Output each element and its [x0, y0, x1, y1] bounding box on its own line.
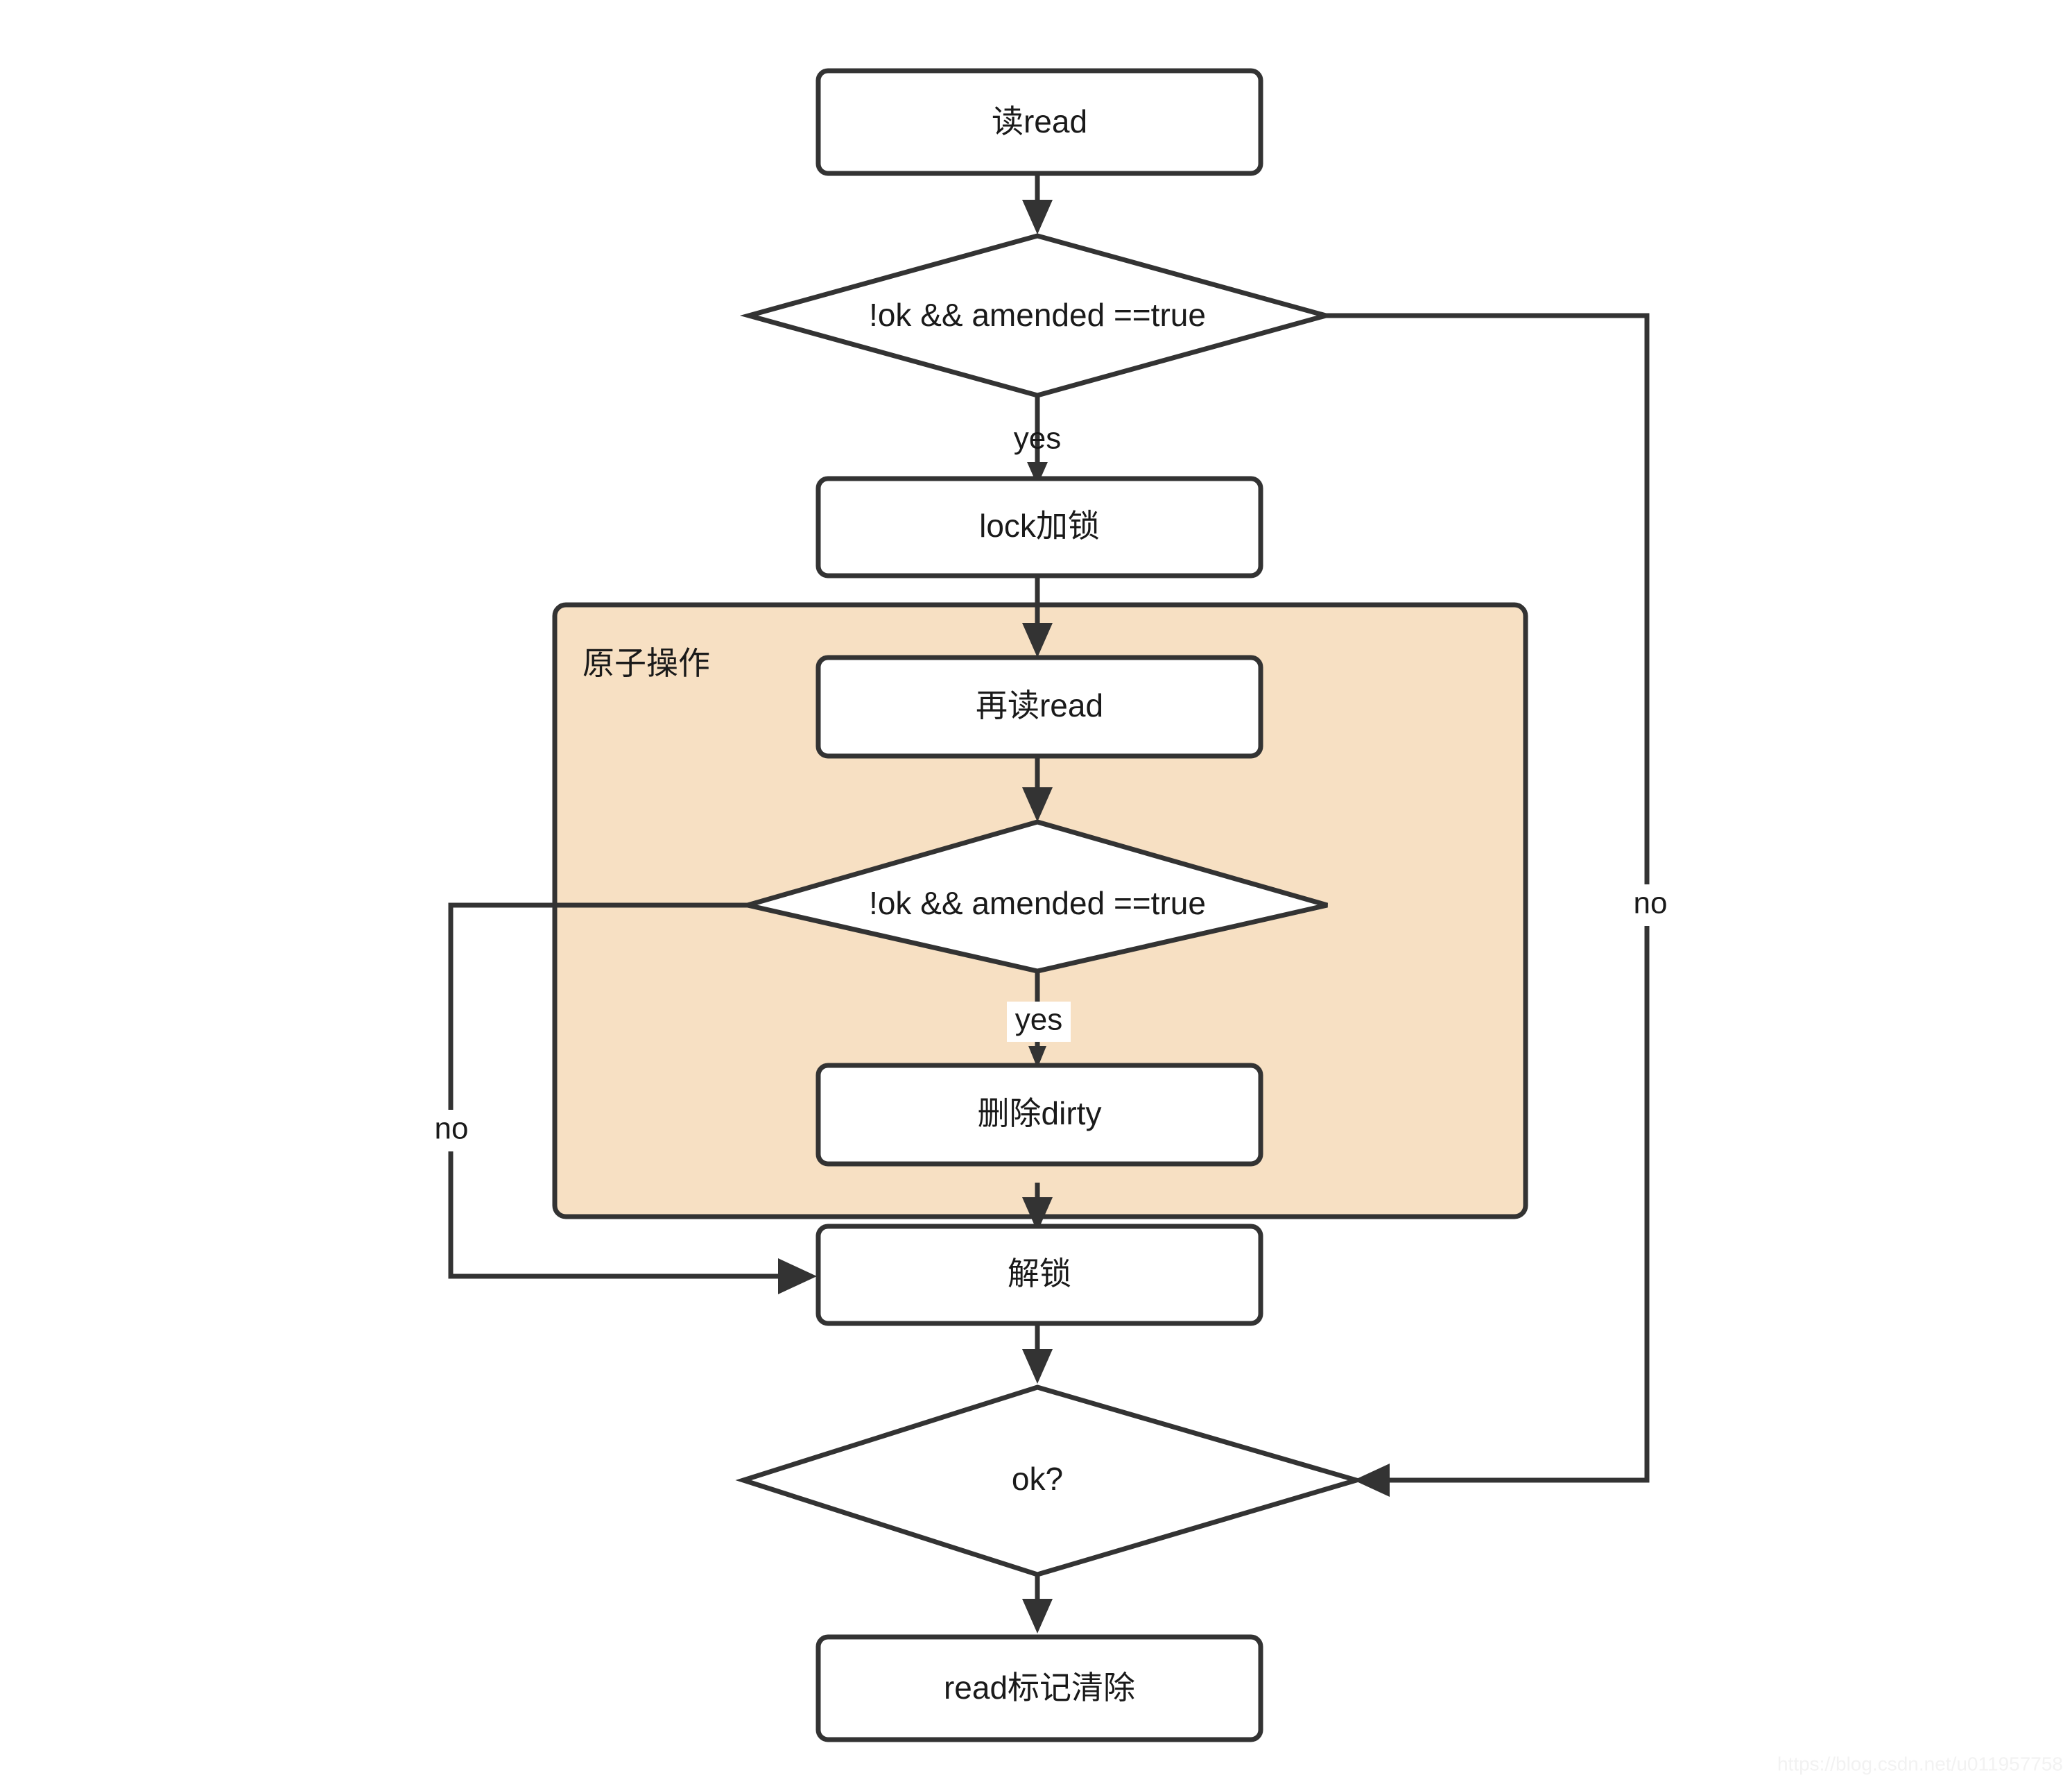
edge-cond2-to-deldirty-yes: yes [1007, 971, 1071, 1068]
node-unlock-box[interactable] [815, 1224, 1263, 1326]
node-readclear[interactable]: read标记清除 [815, 1634, 1263, 1742]
edge-unlock-to-okq [1022, 1321, 1053, 1384]
edge-label-yes-2: yes [1015, 1003, 1062, 1037]
edge-label-no-1-bg [1619, 884, 1682, 926]
arrowhead-unlock-okq [1022, 1349, 1053, 1384]
arrowhead-cond1-lock [1027, 462, 1048, 486]
node-unlock-label: 解锁 [1008, 1255, 1071, 1292]
arrowhead-cond1-okq [1354, 1464, 1390, 1497]
edge-cond1-to-okq-no: no [1326, 313, 1682, 1497]
edge-label-no-1: no [1634, 886, 1668, 920]
atomic-group-label: 原子操作 [582, 645, 710, 681]
arrowhead-deldirty-unlock [1022, 1197, 1053, 1232]
edge-label-yes-1: yes [1014, 422, 1061, 456]
node-readclear-box[interactable] [815, 1634, 1263, 1742]
node-okq[interactable]: ok? [735, 1384, 1365, 1577]
node-okq-diamond[interactable] [735, 1384, 1365, 1577]
node-cond2-diamond[interactable] [747, 819, 1328, 974]
edge-okq-to-readclear [1022, 1576, 1053, 1633]
node-unlock[interactable]: 解锁 [815, 1224, 1263, 1326]
edge-lock-to-reread [1022, 576, 1053, 658]
edge-read-to-cond1 [1022, 170, 1053, 234]
node-cond1-label: !ok && amended ==true [869, 297, 1206, 333]
node-reread[interactable]: 再读read [815, 655, 1263, 759]
edge-cond2-to-unlock-no: no [420, 902, 817, 1294]
edge-reread-to-cond2 [1022, 756, 1053, 822]
node-read-box[interactable] [815, 68, 1263, 176]
node-cond1[interactable]: !ok && amended ==true [739, 233, 1336, 398]
node-read-label: 读read [992, 103, 1087, 139]
node-okq-label: ok? [1012, 1461, 1063, 1497]
arrowhead-read-cond1 [1022, 200, 1053, 234]
node-deldirty-box[interactable] [815, 1063, 1263, 1167]
arrowhead-cond2-unlock [778, 1258, 817, 1294]
node-read[interactable]: 读read [815, 68, 1263, 176]
edge-label-no-2: no [435, 1112, 469, 1146]
node-cond1-diamond[interactable] [739, 233, 1336, 398]
watermark: https://blog.csdn.net/u011957758 [1777, 1753, 2063, 1774]
node-lock-box[interactable] [815, 476, 1263, 578]
arrowhead-reread-cond2 [1022, 787, 1053, 822]
edge-deldirty-to-unlock [1022, 1183, 1053, 1232]
node-deldirty[interactable]: 删除dirty [815, 1063, 1263, 1167]
node-reread-box[interactable] [815, 655, 1263, 759]
node-reread-label: 再读read [976, 687, 1103, 723]
node-lock[interactable]: lock加锁 [815, 476, 1263, 578]
node-deldirty-label: 删除dirty [978, 1095, 1102, 1131]
edge-label-no-2-bg [420, 1110, 483, 1151]
edge-cond1-to-lock-yes: yes [1014, 397, 1061, 486]
node-cond2-label: !ok && amended ==true [869, 885, 1206, 921]
node-lock-label: lock加锁 [979, 508, 1100, 544]
node-readclear-label: read标记清除 [944, 1670, 1135, 1706]
arrowhead-cond2-deldirty [1028, 1046, 1046, 1068]
arrowhead-okq-readclear [1022, 1599, 1053, 1633]
arrowhead-lock-reread [1022, 623, 1053, 658]
node-cond2[interactable]: !ok && amended ==true [747, 819, 1328, 974]
edge-label-yes-2-bg [1007, 1002, 1071, 1042]
